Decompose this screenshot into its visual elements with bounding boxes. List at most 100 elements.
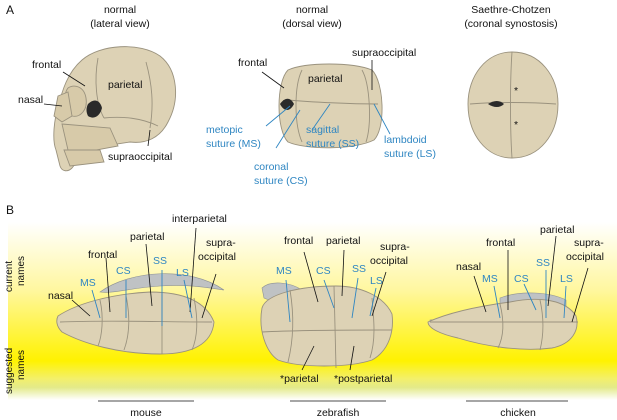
- coronal-line2: suture (CS): [254, 175, 308, 187]
- zebrafish-supra-line1: supra-: [380, 241, 410, 253]
- lateral-nasal-leader: [43, 103, 63, 107]
- lambdoid-line2: suture (LS): [384, 148, 436, 160]
- lambdoid-line1: lambdoid: [384, 134, 427, 146]
- mouse-nasal-leader: [71, 299, 91, 317]
- chicken-parietal-label: parietal: [540, 224, 574, 236]
- mouse-supraoccipital-leader: [201, 273, 217, 319]
- zebrafish-star-parietal-label: *parietal: [280, 373, 319, 385]
- mouse-frontal-label: frontal: [88, 249, 117, 261]
- chicken-skull-drawing: [427, 292, 578, 351]
- dorsal-supraoccipital-label: supraoccipital: [352, 47, 416, 59]
- panel-a-letter: A: [6, 3, 14, 17]
- lateral-parietal-label: parietal: [108, 79, 142, 91]
- synostosis-star-top: *: [514, 85, 518, 97]
- zebrafish-supraoccipital-leader: [371, 271, 387, 317]
- dorsal-coronal-leader: [275, 109, 301, 149]
- chicken-nasal-leader: [473, 275, 487, 313]
- zebrafish-frontal-leader: [303, 251, 319, 303]
- lateral-frontal-label: frontal: [32, 59, 61, 71]
- zebrafish-parietal-new-leader: [301, 345, 315, 371]
- dorsal-title-line2: (dorsal view): [282, 18, 342, 30]
- zebrafish-cs-leader: [323, 279, 335, 309]
- metopic-line2: suture (MS): [206, 138, 261, 150]
- zebrafish-caption: zebrafish: [317, 407, 360, 419]
- mouse-caption: mouse: [130, 407, 162, 419]
- lateral-nasal-label: nasal: [18, 94, 43, 106]
- zebrafish-parietal-label: parietal: [326, 235, 360, 247]
- chicken-cs-label: CS: [514, 273, 529, 285]
- lateral-supraoccipital-leader: [147, 129, 151, 147]
- zebrafish-skull-drawing: [260, 282, 393, 369]
- lateral-skull-drawing: [53, 46, 176, 172]
- chicken-supra-line2: occipital: [566, 251, 604, 263]
- dorsal-title-line1: normal: [296, 4, 328, 16]
- metopic-line1: metopic: [206, 124, 243, 136]
- zebrafish-supra-line2: occipital: [370, 255, 408, 267]
- chicken-ms-leader: [493, 285, 501, 319]
- zebrafish-postparietal-leader: [349, 345, 355, 371]
- current-line1: current: [4, 261, 15, 292]
- synostosis-title-line2: (coronal synostosis): [464, 18, 557, 30]
- dorsal-sagittal-label: sagittal suture (SS): [306, 124, 359, 150]
- chicken-supraoccipital-leader: [571, 267, 589, 323]
- lateral-frontal-leader: [62, 71, 86, 87]
- current-line2: names: [16, 256, 27, 286]
- sagittal-line1: sagittal: [306, 124, 339, 136]
- zebrafish-ls-leader: [369, 287, 377, 317]
- dorsal-coronal-label: coronal suture (CS): [254, 161, 308, 187]
- chicken-nasal-label: nasal: [456, 261, 481, 273]
- mouse-cs-label: CS: [116, 265, 131, 277]
- dorsal-metopic-label: metopic suture (MS): [206, 124, 261, 150]
- mouse-ls-leader: [183, 279, 193, 319]
- chicken-parietal-leader: [547, 235, 557, 307]
- chicken-supra-line1: supra-: [574, 237, 604, 249]
- zebrafish-ss-leader: [351, 277, 359, 319]
- mouse-interparietal-label: interparietal: [172, 213, 227, 225]
- chicken-ls-leader: [563, 285, 567, 319]
- zebrafish-ss-label: SS: [352, 263, 366, 275]
- dorsal-title: normal (dorsal view): [282, 4, 342, 30]
- mouse-parietal-leader: [145, 243, 153, 307]
- dorsal-skull-drawing: [278, 63, 383, 149]
- synostosis-star-bottom: *: [514, 119, 518, 131]
- zebrafish-cs-label: CS: [316, 265, 331, 277]
- mouse-frontal-leader: [105, 257, 111, 313]
- mouse-ms-leader: [91, 289, 101, 319]
- dorsal-lambdoid-label: lambdoid suture (LS): [384, 134, 436, 160]
- zebrafish-ms-leader: [285, 279, 291, 323]
- chicken-caption: chicken: [500, 407, 536, 419]
- mouse-interparietal-leader: [189, 227, 197, 313]
- synostosis-title-line1: Saethre-Chotzen: [471, 4, 551, 16]
- dorsal-parietal-label: parietal: [308, 73, 342, 85]
- chicken-frontal-label: frontal: [486, 237, 515, 249]
- dorsal-frontal-label: frontal: [238, 57, 267, 69]
- synostosis-skull-drawing: [467, 51, 559, 159]
- dorsal-metopic-leader: [265, 105, 291, 127]
- zebrafish-ms-label: MS: [276, 265, 292, 277]
- sagittal-line2: suture (SS): [306, 138, 359, 150]
- suggested-line2: names: [16, 350, 27, 380]
- current-names-side-label: current names: [4, 256, 27, 292]
- dorsal-frontal-leader: [261, 71, 285, 89]
- chicken-ls-label: LS: [560, 273, 573, 285]
- mouse-ss-label: SS: [153, 255, 167, 267]
- lateral-title-line1: normal: [104, 4, 136, 16]
- mouse-nasal-label: nasal: [48, 290, 73, 302]
- coronal-line1: coronal: [254, 161, 288, 173]
- dorsal-sagittal-leader: [311, 103, 331, 131]
- lateral-title: normal (lateral view): [90, 4, 150, 30]
- zebrafish-frontal-label: frontal: [284, 235, 313, 247]
- chicken-ss-label: SS: [536, 257, 550, 269]
- zebrafish-ls-label: LS: [370, 275, 383, 287]
- lateral-supraoccipital-label: supraoccipital: [108, 151, 172, 163]
- mouse-parietal-label: parietal: [130, 231, 164, 243]
- zebrafish-star-postparietal-label: *postparietal: [334, 373, 392, 385]
- synostosis-title: Saethre-Chotzen (coronal synostosis): [464, 4, 557, 30]
- mouse-supra-line2: occipital: [198, 251, 236, 263]
- mouse-ms-label: MS: [80, 277, 96, 289]
- dorsal-lambdoid-leader: [373, 103, 391, 135]
- panel-b-letter: B: [6, 203, 14, 217]
- mouse-ls-label: LS: [176, 267, 189, 279]
- lateral-title-line2: (lateral view): [90, 18, 150, 30]
